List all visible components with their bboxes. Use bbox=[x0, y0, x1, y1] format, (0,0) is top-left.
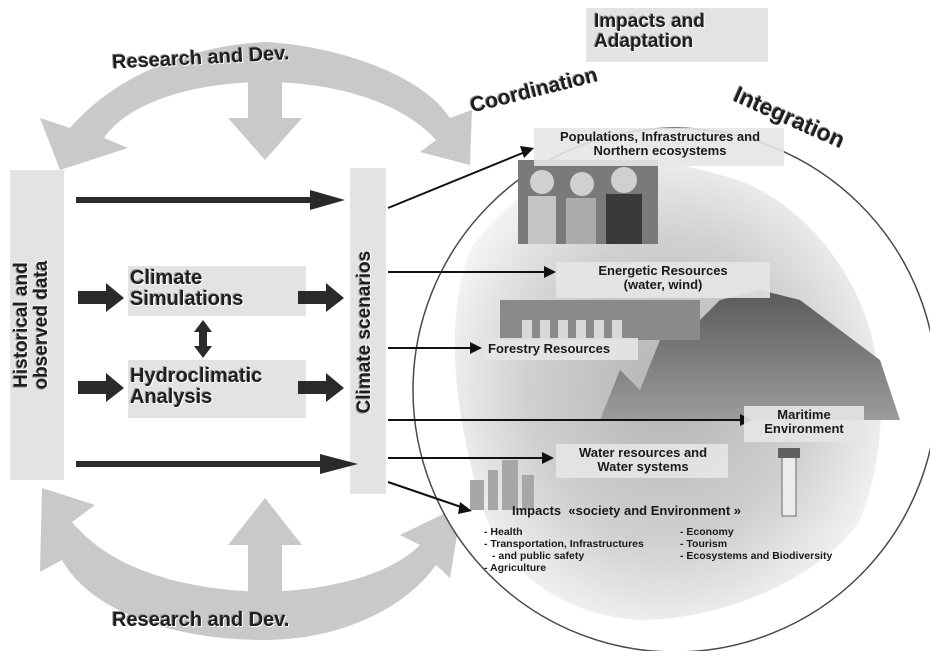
historical-observed-label: Historical and observed data bbox=[11, 170, 62, 480]
list-item: and public safety bbox=[484, 550, 644, 562]
climate-simulations-line-2: Simulations bbox=[130, 288, 244, 310]
energetic-label: Energetic Resources (water, wind) bbox=[560, 264, 766, 291]
water-line-2: Water systems bbox=[597, 458, 689, 474]
water-label: Water resources and Water systems bbox=[560, 446, 726, 473]
climate-scenarios-label: Climate scenarios bbox=[354, 250, 375, 414]
energetic-line-2: (water, wind) bbox=[623, 276, 703, 292]
left-column-box bbox=[10, 170, 64, 480]
hydro-box bbox=[128, 360, 306, 418]
impacts-adaptation-line-2: Adaptation bbox=[594, 30, 694, 52]
list-item: Agriculture bbox=[484, 562, 644, 574]
maritime-label: Maritime Environment bbox=[748, 408, 860, 435]
forestry-label: Forestry Resources bbox=[488, 341, 611, 356]
list-item: Transportation, Infrastructures bbox=[484, 538, 643, 550]
impacts-right-list: Economy Tourism Ecosystems and Biodivers… bbox=[680, 526, 832, 562]
climate-simulations-label: Climate Simulations bbox=[130, 268, 243, 310]
impacts-adaptation-line-1: Impacts and bbox=[594, 11, 705, 32]
climate-simulations-line-1: Climate bbox=[130, 267, 203, 289]
energetic-line-1: Energetic Resources bbox=[598, 263, 728, 278]
impacts-title: Impacts «society and Environment » bbox=[512, 503, 742, 518]
water-line-1: Water resources and bbox=[578, 445, 708, 460]
maritime-line-1: Maritime bbox=[777, 407, 831, 422]
impacts-adaptation-label: Impacts and Adaptation bbox=[594, 12, 705, 52]
populations-line-2: Northern ecosystems bbox=[593, 142, 727, 158]
list-item: Economy bbox=[680, 526, 832, 538]
list-item: Health bbox=[484, 526, 644, 538]
list-item: Tourism bbox=[680, 538, 832, 550]
impacts-left-list: Health Transportation, Infrastructures a… bbox=[484, 526, 644, 574]
city-photo bbox=[470, 460, 534, 510]
forest-photo bbox=[600, 290, 900, 420]
children-photo bbox=[518, 160, 658, 244]
rd-bottom-arc bbox=[40, 488, 462, 640]
rd-bottom-label: Research and Dev. bbox=[112, 609, 290, 631]
historical-observed-text: Historical and observed data bbox=[11, 260, 52, 390]
thin-arrows bbox=[387, 146, 752, 514]
climate-sim-box bbox=[128, 266, 306, 316]
hydroclimatic-line-1: Hydroclimatic bbox=[130, 365, 263, 387]
hydroclimatic-label: Hydroclimatic Analysis bbox=[130, 366, 262, 408]
lighthouse-photo bbox=[778, 448, 800, 517]
list-item: Ecosystems and Biodiversity bbox=[680, 550, 832, 562]
populations-label: Populations, Infrastructures and Norther… bbox=[542, 130, 778, 157]
hydroclimatic-line-2: Analysis bbox=[130, 386, 213, 408]
populations-line-1: Populations, Infrastructures and bbox=[559, 129, 761, 144]
rd-top-arc bbox=[40, 42, 472, 170]
maritime-line-2: Environment bbox=[764, 420, 844, 436]
middle-column-box bbox=[350, 168, 386, 494]
thick-arrows bbox=[76, 190, 358, 474]
